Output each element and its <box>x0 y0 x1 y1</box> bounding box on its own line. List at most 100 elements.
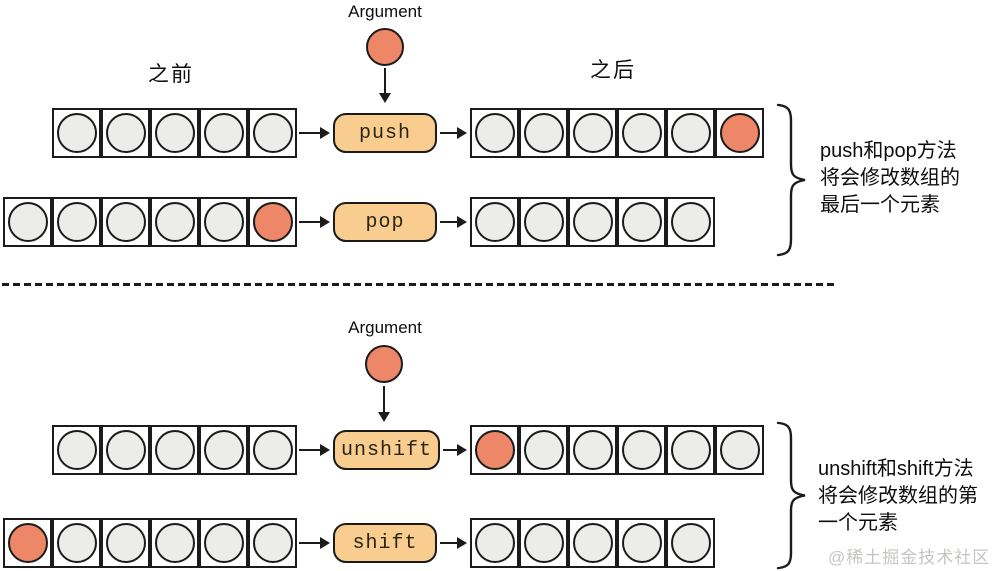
array-cell <box>666 108 715 158</box>
element-circle <box>572 202 613 242</box>
argument-label: Argument <box>348 2 422 21</box>
array-cell <box>568 425 617 475</box>
element-circle <box>523 202 564 242</box>
element-circle <box>523 430 564 470</box>
array-cell <box>248 197 297 247</box>
element-circle <box>203 202 244 242</box>
array-after-shift <box>470 518 715 568</box>
after-label: 之后 <box>590 59 636 82</box>
element-circle <box>474 523 515 563</box>
note-line: 最后一个元素 <box>820 194 940 216</box>
array-cell <box>150 518 199 568</box>
element-circle <box>572 430 613 470</box>
array-cell <box>248 425 297 475</box>
element-circle <box>105 523 146 563</box>
array-cell <box>52 197 101 247</box>
array-cell <box>666 425 715 475</box>
array-cell <box>150 425 199 475</box>
highlighted-element-circle <box>719 113 760 153</box>
array-cell <box>470 197 519 247</box>
element-circle <box>621 523 662 563</box>
array-cell <box>199 425 248 475</box>
arrow-right-icon <box>443 443 467 457</box>
arrow-right-icon <box>440 215 467 229</box>
element-circle <box>105 113 146 153</box>
element-circle <box>474 113 515 153</box>
element-circle <box>203 113 244 153</box>
array-cell <box>715 425 764 475</box>
element-circle <box>621 430 662 470</box>
element-circle <box>154 202 195 242</box>
dashed-divider <box>2 283 837 286</box>
array-cell <box>715 108 764 158</box>
note-line: 将会修改数组的 <box>820 167 960 189</box>
array-before-pop <box>3 197 297 247</box>
element-circle <box>670 113 711 153</box>
array-cell <box>666 197 715 247</box>
shift-button: shift <box>333 523 437 563</box>
array-cell <box>519 425 568 475</box>
note-line: push和pop方法 <box>820 140 957 162</box>
array-cell <box>666 518 715 568</box>
array-cell <box>248 108 297 158</box>
element-circle <box>203 430 244 470</box>
unshift-button: unshift <box>333 430 440 470</box>
element-circle <box>56 113 97 153</box>
array-cell <box>617 197 666 247</box>
highlighted-element-circle <box>252 202 293 242</box>
element-circle <box>252 430 293 470</box>
before-label: 之前 <box>148 63 194 86</box>
arrow-right-icon <box>440 126 467 140</box>
element-circle <box>621 113 662 153</box>
arrow-right-icon <box>299 443 330 457</box>
curly-brace-icon <box>776 103 806 257</box>
element-circle <box>621 202 662 242</box>
array-cell <box>52 108 101 158</box>
array-before-push <box>52 108 297 158</box>
array-after-pop <box>470 197 715 247</box>
array-before-unshift <box>52 425 297 475</box>
highlighted-element-circle <box>7 523 48 563</box>
array-cell <box>52 518 101 568</box>
array-cell <box>519 108 568 158</box>
arrow-down-icon <box>377 386 391 422</box>
array-cell <box>3 197 52 247</box>
arrow-right-icon <box>440 536 467 550</box>
element-circle <box>56 202 97 242</box>
element-circle <box>572 523 613 563</box>
note-line: unshift和shift方法 <box>818 458 974 480</box>
element-circle <box>670 523 711 563</box>
array-after-push <box>470 108 764 158</box>
element-circle <box>719 430 760 470</box>
element-circle <box>670 430 711 470</box>
array-cell <box>3 518 52 568</box>
array-cell <box>617 518 666 568</box>
array-cell <box>101 518 150 568</box>
array-cell <box>470 108 519 158</box>
argument-circle <box>365 345 403 383</box>
array-cell <box>199 518 248 568</box>
element-circle <box>7 202 48 242</box>
array-cell <box>470 518 519 568</box>
arrow-right-icon <box>299 536 330 550</box>
array-cell <box>568 108 617 158</box>
array-cell <box>101 425 150 475</box>
array-cell <box>617 425 666 475</box>
element-circle <box>252 523 293 563</box>
curly-brace-icon <box>776 421 806 570</box>
watermark: @稀土掘金技术社区 <box>828 548 991 567</box>
array-cell <box>248 518 297 568</box>
note-line: 一个元素 <box>818 512 898 534</box>
array-cell <box>568 518 617 568</box>
array-cell <box>470 425 519 475</box>
arrow-right-icon <box>299 126 330 140</box>
element-circle <box>105 202 146 242</box>
argument-label: Argument <box>348 318 422 337</box>
element-circle <box>105 430 146 470</box>
array-cell <box>617 108 666 158</box>
element-circle <box>56 523 97 563</box>
arrow-down-icon <box>378 68 392 103</box>
array-cell <box>101 197 150 247</box>
element-circle <box>670 202 711 242</box>
arrow-right-icon <box>299 215 330 229</box>
